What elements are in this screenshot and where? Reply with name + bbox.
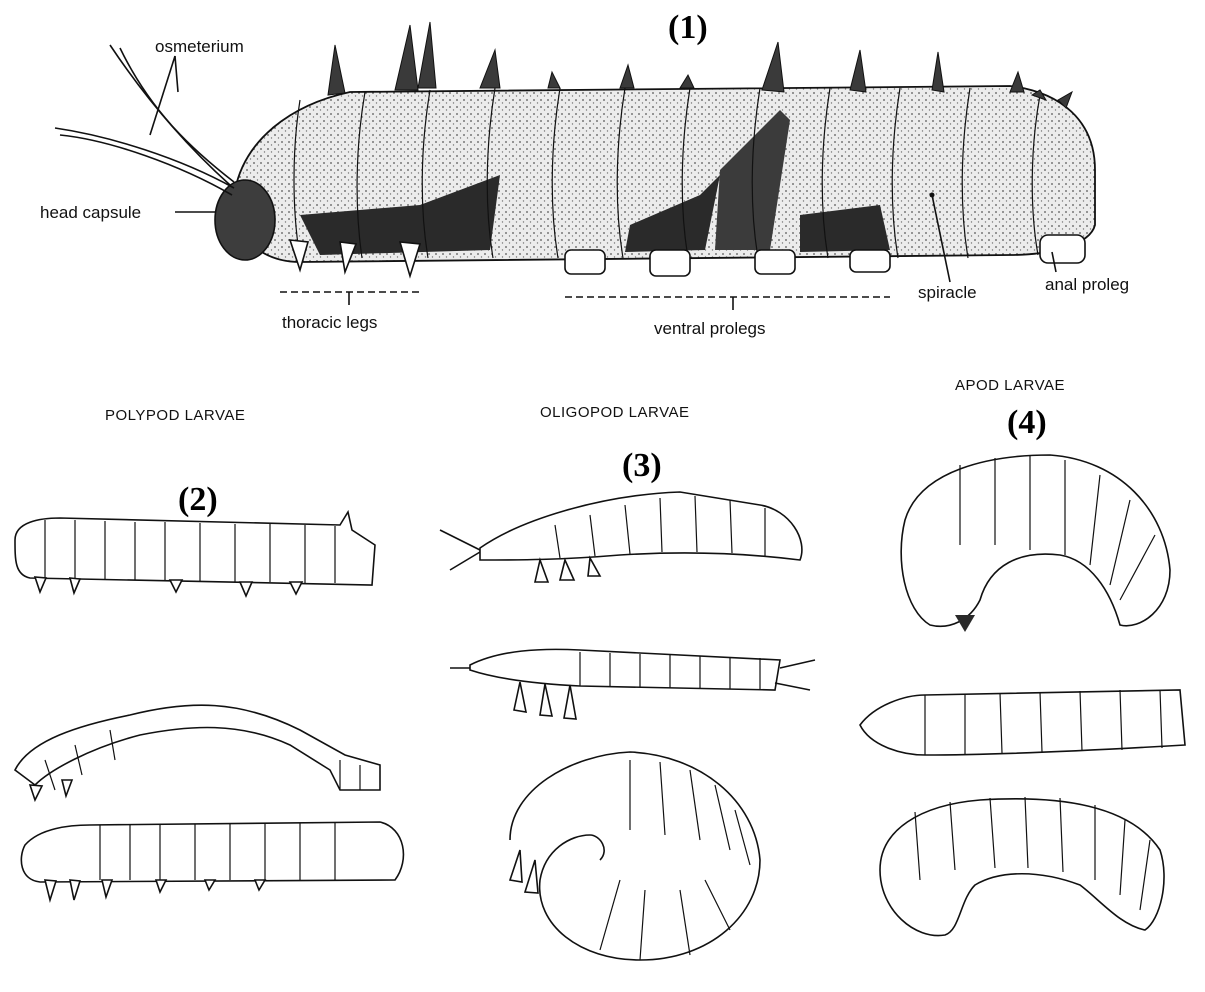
oligopod-larva-1 [440,492,802,582]
leader-osmeterium-1 [150,56,175,135]
label-spiracle: spiracle [918,283,977,302]
group-title-polypod: POLYPOD LARVAE [105,407,245,424]
polypod-larva-2 [15,705,380,800]
label-anal-proleg: anal proleg [1045,275,1129,294]
oligopod-larva-2 [450,649,815,719]
group-title-apod: APOD LARVAE [955,377,1065,394]
apod-larva-1 [901,455,1170,632]
panel-number-4: (4) [1007,404,1047,441]
panel-number-1: (1) [668,9,708,46]
group-title-oligopod: OLIGOPOD LARVAE [540,404,690,421]
polypod-larva-1 [15,512,375,596]
panel-number-3: (3) [622,447,662,484]
apod-larva-2 [860,690,1185,755]
polypod-larva-3 [21,822,403,900]
label-ventral-prolegs: ventral prolegs [654,319,766,338]
label-head-capsule: head capsule [40,203,141,222]
main-caterpillar-illustration [55,22,1095,276]
label-thoracic-legs: thoracic legs [282,313,377,332]
oligopod-larva-3 [510,752,760,960]
leader-osmeterium-2 [175,56,178,92]
panel-number-2: (2) [178,481,218,518]
apod-larva-3 [880,797,1164,936]
label-osmeterium: osmeterium [155,37,244,56]
